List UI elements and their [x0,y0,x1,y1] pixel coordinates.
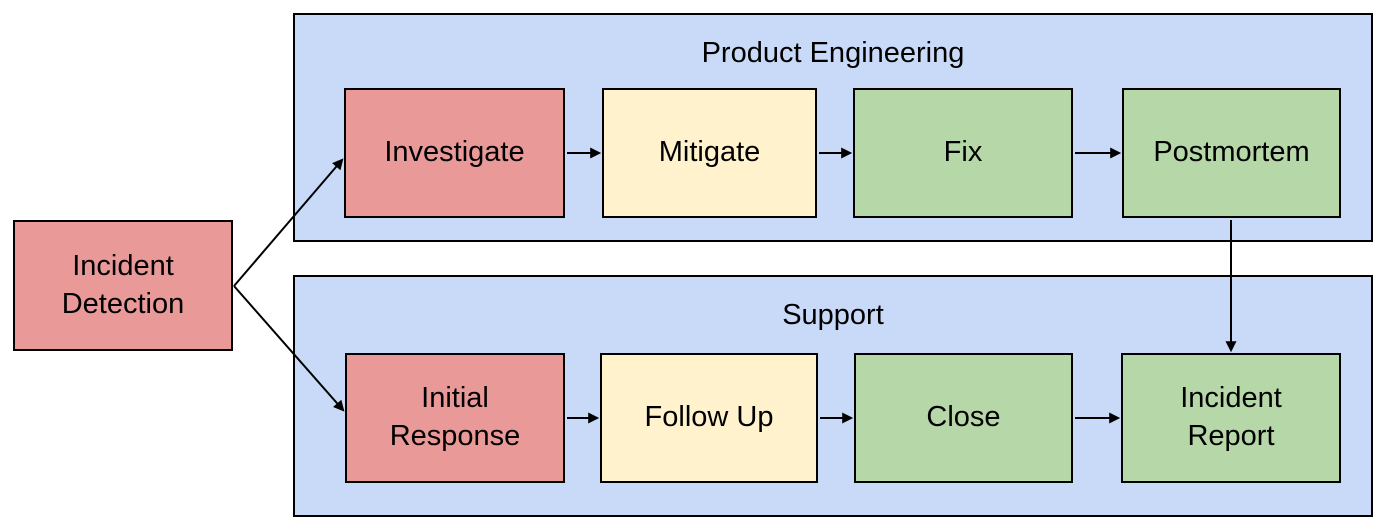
node-investigate: Investigate [344,88,565,218]
node-label: Fix [943,136,983,169]
node-incident-detection: Incident Detection [13,220,233,351]
node-label: Investigate [384,136,525,169]
node-label: Incident Detection [61,249,185,320]
node-label: Close [926,401,1001,434]
node-initial-response: Initial Response [345,353,565,483]
node-incident-report: Incident Report [1121,353,1341,483]
node-label: Mitigate [658,136,761,169]
node-label: Follow Up [644,401,774,434]
node-label: Postmortem [1153,136,1310,169]
node-label: Incident Report [1180,382,1282,452]
node-follow-up: Follow Up [600,353,818,483]
node-label: Initial Response [389,382,521,452]
node-postmortem: Postmortem [1122,88,1341,218]
lane-title-support: Support [782,299,884,331]
lane-title-product-engineering: Product Engineering [701,37,965,69]
node-fix: Fix [853,88,1073,218]
node-close: Close [854,353,1073,483]
node-mitigate: Mitigate [602,88,817,218]
